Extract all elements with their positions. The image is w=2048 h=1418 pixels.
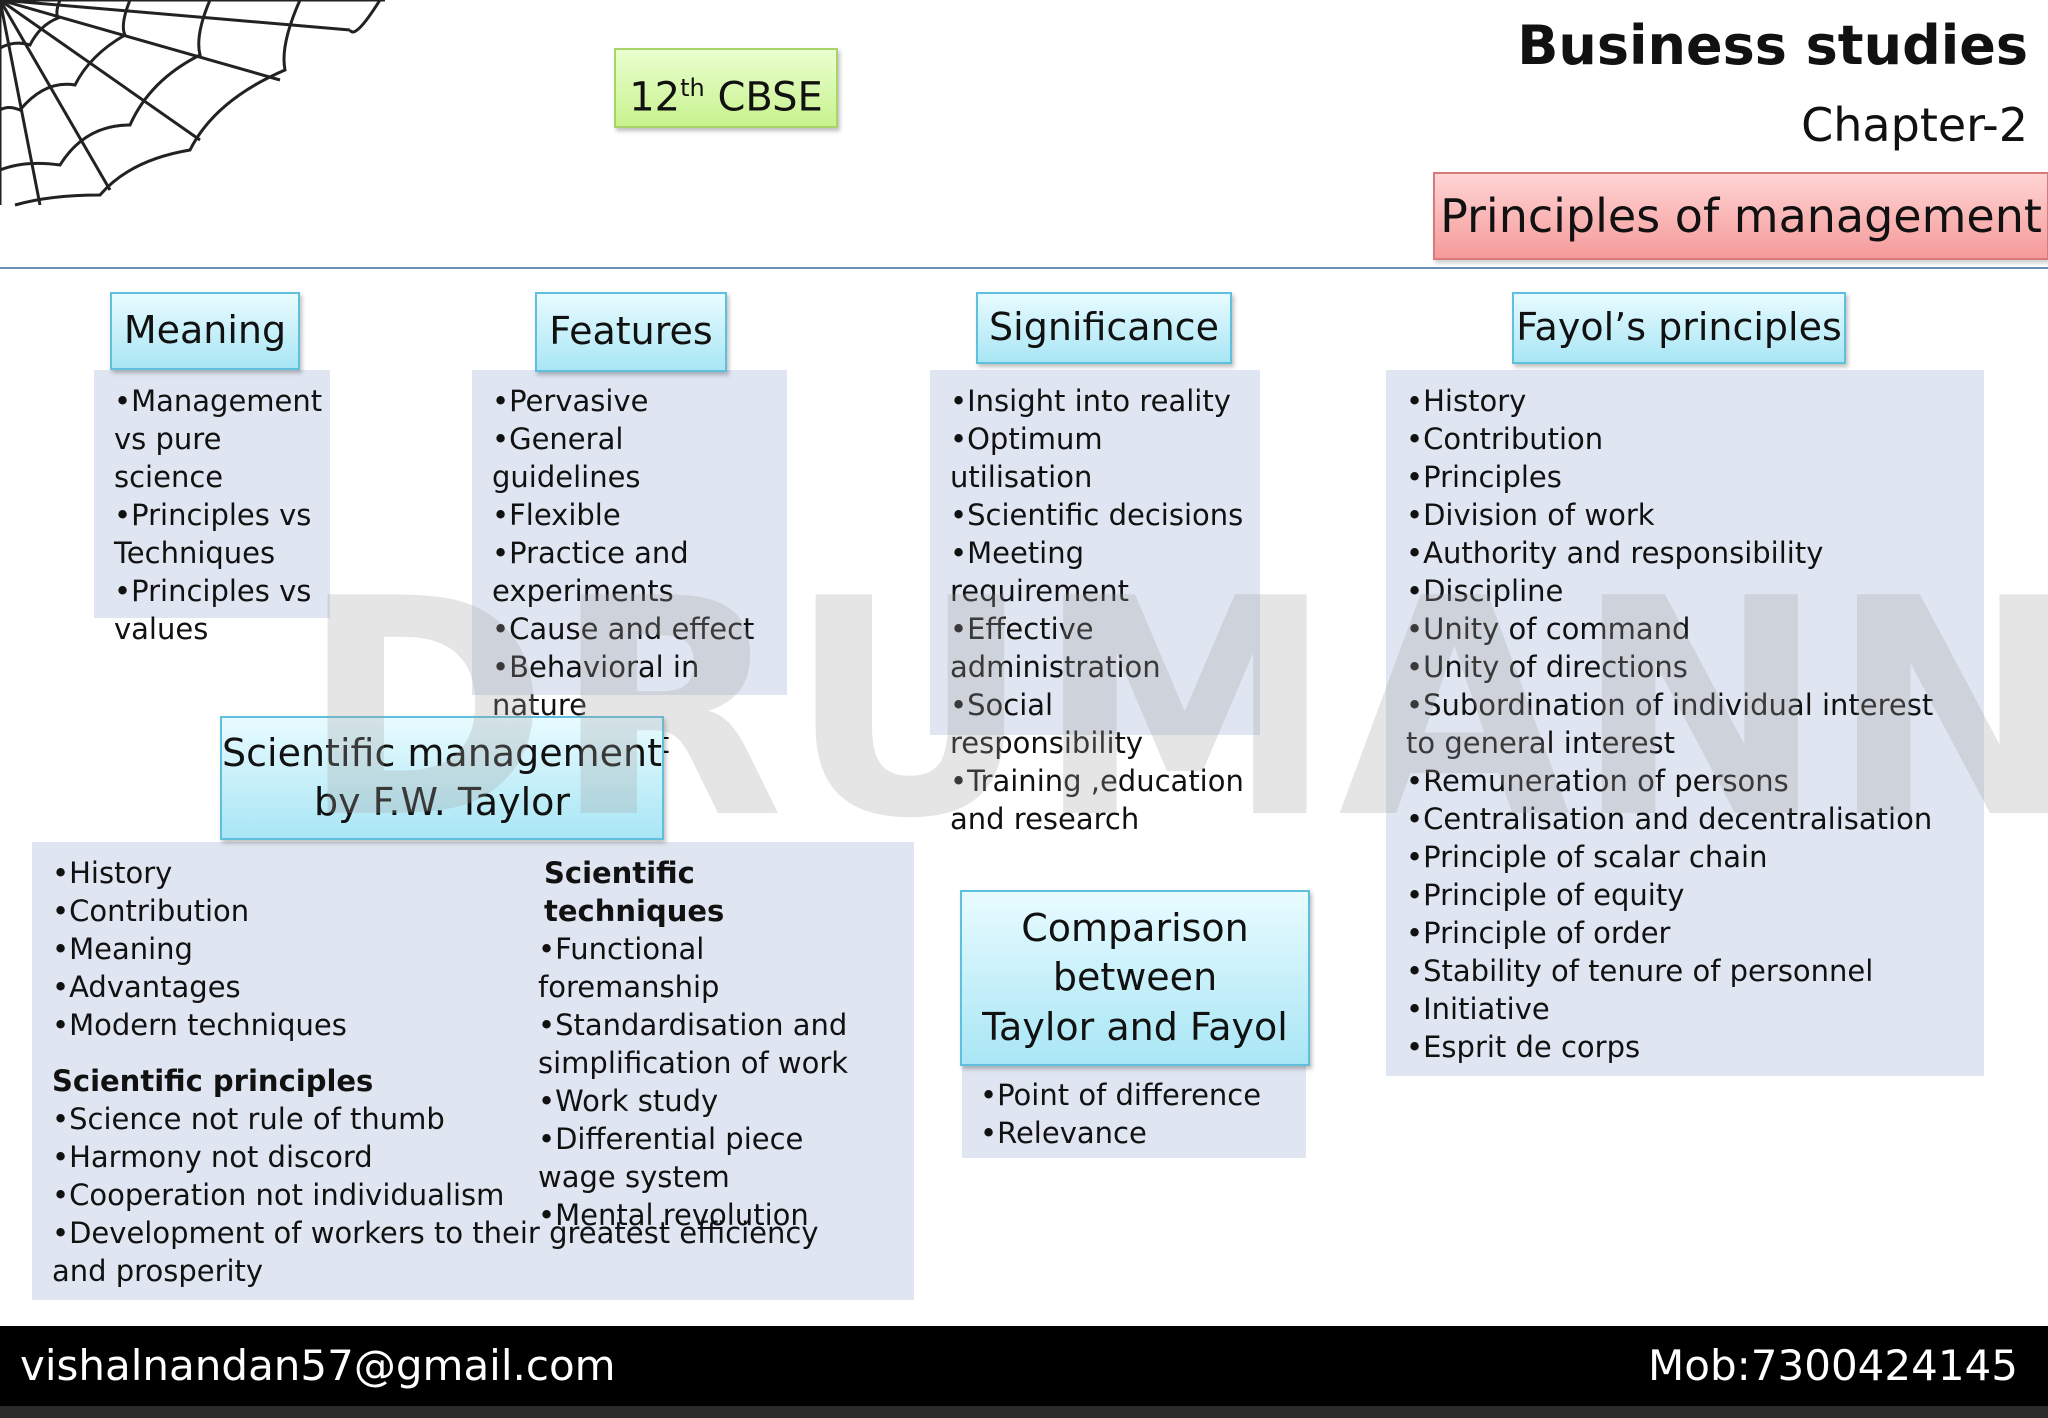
- list-item: •Principle of scalar chain: [1406, 838, 1968, 876]
- features-panel: •Pervasive •General guidelines •Flexible…: [472, 370, 787, 695]
- class-badge: 12th CBSE: [614, 48, 838, 128]
- list-item: •Optimum utilisation: [950, 420, 1244, 496]
- list-item: •Effective administration: [950, 610, 1244, 686]
- contact-mobile: Mob:7300424145: [1648, 1326, 2018, 1406]
- list-item: •Flexible: [492, 496, 771, 534]
- list-item: •Meeting requirement: [950, 534, 1244, 610]
- comparison-heading-line2: between: [1053, 953, 1217, 1002]
- footer-strip: [0, 1406, 2048, 1418]
- list-item: •Behavioral in nature: [492, 648, 771, 724]
- comparison-heading-line3: Taylor and Fayol: [982, 1003, 1288, 1052]
- list-item: •General guidelines: [492, 420, 771, 496]
- list-item: •Functional foremanship: [538, 930, 878, 1006]
- list-item: •Stability of tenure of personnel: [1406, 952, 1968, 990]
- list-item: •Scientific decisions: [950, 496, 1244, 534]
- taylor-heading-line2: by F.W. Taylor: [314, 778, 570, 827]
- list-item: •Meaning: [52, 930, 532, 968]
- taylor-heading-line1: Scientific management: [222, 729, 662, 778]
- taylor-heading: Scientific management by F.W. Taylor: [220, 716, 664, 840]
- list-item: •Training ,education and research: [950, 762, 1244, 838]
- list-item: •Principles: [1406, 458, 1968, 496]
- list-item: •Centralisation and decentralisation: [1406, 800, 1968, 838]
- list-item: •Principle of order: [1406, 914, 1968, 952]
- list-item: •Subordination of individual interest to…: [1406, 686, 1968, 762]
- footer-bar: vishalnandan57@gmail.com Mob:7300424145: [0, 1326, 2048, 1406]
- meaning-heading: Meaning: [110, 292, 300, 370]
- significance-panel: •Insight into reality •Optimum utilisati…: [930, 370, 1260, 735]
- topic-banner: Principles of management: [1433, 172, 2048, 260]
- class-badge-number: 12: [629, 74, 680, 120]
- list-item: •Mental revolution: [538, 1196, 878, 1234]
- list-item: •Discipline: [1406, 572, 1968, 610]
- significance-heading: Significance: [976, 292, 1232, 364]
- cobweb-decoration: [0, 0, 390, 210]
- contact-email: vishalnandan57@gmail.com: [20, 1326, 616, 1406]
- comparison-heading: Comparison between Taylor and Fayol: [960, 890, 1310, 1066]
- list-item: •Pervasive: [492, 382, 771, 420]
- list-item: •Standardisation and simplification of w…: [538, 1006, 878, 1082]
- fayol-heading: Fayol’s principles: [1512, 292, 1846, 364]
- scientific-techniques-block: Scientific techniques •Functional forema…: [538, 854, 878, 1234]
- list-item: •History: [1406, 382, 1968, 420]
- class-badge-suffix: th: [680, 74, 705, 102]
- list-item: •Division of work: [1406, 496, 1968, 534]
- taylor-panel: •History •Contribution •Meaning •Advanta…: [32, 842, 914, 1300]
- features-heading: Features: [535, 292, 727, 372]
- comparison-heading-line1: Comparison: [1021, 904, 1249, 953]
- list-item: •Initiative: [1406, 990, 1968, 1028]
- taylor-left-column: •History •Contribution •Meaning •Advanta…: [52, 854, 532, 1044]
- list-item: •Contribution: [52, 892, 532, 930]
- list-item: •Principle of equity: [1406, 876, 1968, 914]
- list-item: •Insight into reality: [950, 382, 1244, 420]
- list-item: •Esprit de corps: [1406, 1028, 1968, 1066]
- list-item: •Management vs pure science: [114, 382, 314, 496]
- list-item: •Contribution: [1406, 420, 1968, 458]
- list-item: •Differential piece wage system: [538, 1120, 878, 1196]
- class-badge-label: CBSE: [705, 74, 823, 120]
- list-item: •Work study: [538, 1082, 878, 1120]
- meaning-panel: •Management vs pure science •Principles …: [94, 370, 330, 618]
- header-divider: [0, 267, 2048, 269]
- comparison-panel: •Point of difference •Relevance: [962, 1064, 1306, 1158]
- list-item: •Modern techniques: [52, 1006, 532, 1044]
- list-item: •Unity of directions: [1406, 648, 1968, 686]
- list-item: •Cause and effect: [492, 610, 771, 648]
- chapter-label: Chapter-2: [1801, 98, 2028, 152]
- list-item: •Principles vs values: [114, 572, 314, 648]
- list-item: •History: [52, 854, 532, 892]
- list-item: •Social responsibility: [950, 686, 1244, 762]
- scientific-techniques-heading: Scientific techniques: [538, 854, 878, 930]
- list-item: •Principles vs Techniques: [114, 496, 314, 572]
- fayol-panel: •History •Contribution •Principles •Divi…: [1386, 370, 1984, 1076]
- list-item: •Advantages: [52, 968, 532, 1006]
- list-item: •Authority and responsibility: [1406, 534, 1968, 572]
- subject-title: Business studies: [1517, 14, 2028, 77]
- list-item: •Practice and experiments: [492, 534, 771, 610]
- list-item: •Unity of command: [1406, 610, 1968, 648]
- list-item: •Point of difference: [980, 1076, 1290, 1114]
- list-item: •Relevance: [980, 1114, 1290, 1152]
- list-item: •Remuneration of persons: [1406, 762, 1968, 800]
